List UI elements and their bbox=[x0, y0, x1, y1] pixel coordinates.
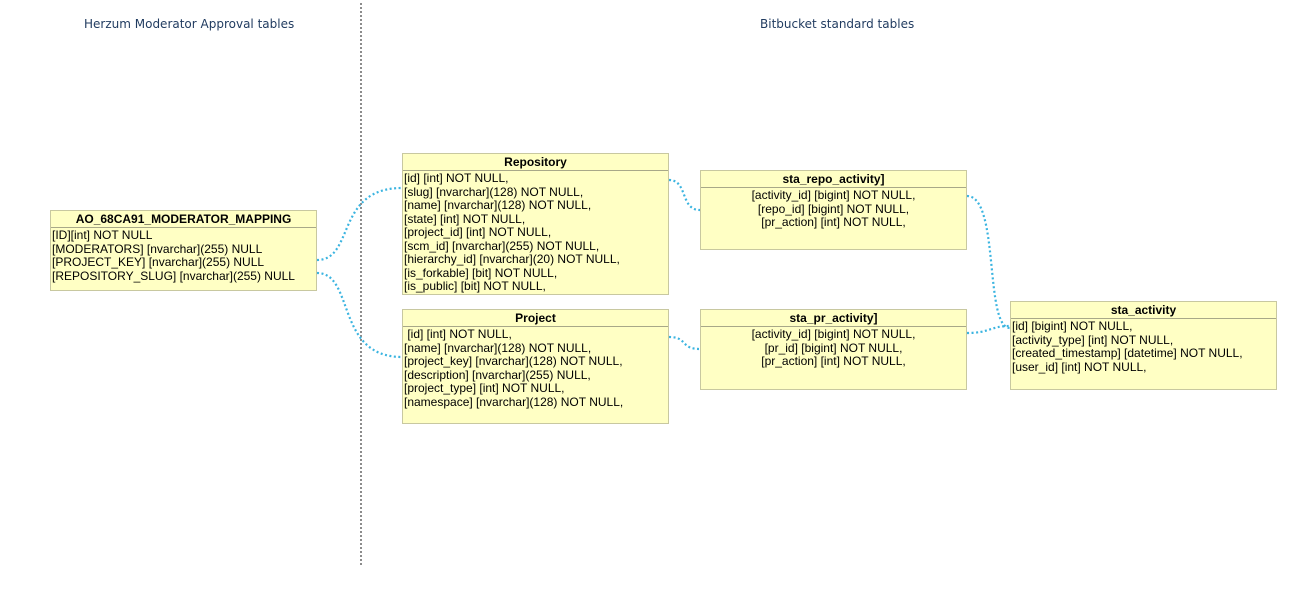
connector-pr-activity-to-activity bbox=[966, 324, 1011, 335]
table-header: AO_68CA91_MODERATOR_MAPPING bbox=[51, 211, 316, 228]
connector-project-to-pr-activity bbox=[668, 335, 701, 351]
column-row: [id] [int] NOT NULL, bbox=[404, 171, 509, 185]
column-row: [project_id] [int] NOT NULL, bbox=[404, 225, 552, 239]
column-row: [MODERATORS] [nvarchar](255) NULL bbox=[52, 241, 263, 256]
column-row: [slug] [nvarchar](128) NOT NULL, bbox=[404, 184, 584, 199]
table-sta-pr-activity[interactable]: sta_pr_activity] [activity_id] [bigint] … bbox=[700, 309, 967, 390]
table-project[interactable]: Project [id] [int] NOT NULL, [name] [nva… bbox=[402, 309, 669, 424]
column-row: [state] [int] NOT NULL, bbox=[404, 211, 526, 226]
column-row: [namespace] [nvarchar](128) NOT NULL, bbox=[404, 394, 624, 409]
table-columns: [ID][int] NOT NULL [MODERATORS] [nvarcha… bbox=[51, 228, 316, 283]
table-moderator-mapping[interactable]: AO_68CA91_MODERATOR_MAPPING [ID][int] NO… bbox=[50, 210, 317, 291]
table-header: sta_repo_activity] bbox=[701, 171, 966, 188]
column-row: [id] [bigint] NOT NULL, bbox=[1012, 319, 1133, 333]
table-header: sta_activity bbox=[1011, 302, 1276, 319]
table-header: sta_pr_activity] bbox=[701, 310, 966, 327]
column-row: [is_public] [bit] NOT NULL, bbox=[404, 279, 546, 293]
table-columns: [activity_id] [bigint] NOT NULL, [pr_id]… bbox=[701, 327, 966, 369]
section-title-bitbucket: Bitbucket standard tables bbox=[760, 17, 915, 31]
column-row: [name] [nvarchar](128) NOT NULL, bbox=[404, 340, 592, 355]
table-columns: [id] [int] NOT NULL, [name] [nvarchar](1… bbox=[403, 327, 668, 409]
column-row: [REPOSITORY_SLUG] [nvarchar](255) NULL bbox=[52, 268, 295, 283]
column-row: [ID][int] NOT NULL bbox=[52, 228, 153, 242]
column-row: [activity_id] [bigint] NOT NULL, bbox=[751, 327, 916, 341]
column-row: [repo_id] [bigint] NOT NULL, bbox=[757, 201, 910, 216]
table-sta-activity[interactable]: sta_activity [id] [bigint] NOT NULL, [ac… bbox=[1010, 301, 1277, 390]
column-row: [activity_type] [int] NOT NULL, bbox=[1012, 332, 1174, 347]
column-row: [pr_id] [bigint] NOT NULL, bbox=[764, 340, 903, 355]
column-row: [PROJECT_KEY] [nvarchar](255) NULL bbox=[52, 255, 265, 269]
table-columns: [id] [bigint] NOT NULL, [activity_type] … bbox=[1011, 319, 1276, 374]
connector-mapping-to-project bbox=[316, 271, 403, 359]
column-row: [pr_action] [int] NOT NULL, bbox=[761, 354, 906, 368]
table-columns: [id] [int] NOT NULL, [slug] [nvarchar](1… bbox=[403, 171, 668, 294]
table-sta-repo-activity[interactable]: sta_repo_activity] [activity_id] [bigint… bbox=[700, 170, 967, 250]
column-row: [hierarchy_id] [nvarchar](20) NOT NULL, bbox=[404, 252, 620, 266]
table-repository[interactable]: Repository [id] [int] NOT NULL, [slug] [… bbox=[402, 153, 669, 295]
column-row: [is_forkable] [bit] NOT NULL, bbox=[404, 265, 558, 280]
connector-repo-activity-to-activity bbox=[966, 194, 1011, 330]
column-row: [project_type] [int] NOT NULL, bbox=[404, 381, 565, 395]
table-header: Project bbox=[403, 310, 668, 327]
connector-mapping-to-repository bbox=[316, 186, 403, 262]
connector-repository-to-repo-activity bbox=[668, 178, 701, 212]
column-row: [created_timestamp] [datetime] NOT NULL, bbox=[1012, 346, 1243, 360]
column-row: [name] [nvarchar](128) NOT NULL, bbox=[404, 198, 592, 212]
column-row: [pr_action] [int] NOT NULL, bbox=[761, 215, 906, 229]
column-row: [project_key] [nvarchar](128) NOT NULL, bbox=[404, 354, 623, 368]
column-row: [user_id] [int] NOT NULL, bbox=[1012, 359, 1147, 374]
column-row: [activity_id] [bigint] NOT NULL, bbox=[751, 188, 916, 202]
column-row: [description] [nvarchar](255) NULL, bbox=[404, 367, 591, 382]
table-columns: [activity_id] [bigint] NOT NULL, [repo_i… bbox=[701, 188, 966, 230]
section-title-herzum: Herzum Moderator Approval tables bbox=[84, 17, 295, 31]
section-divider bbox=[360, 3, 362, 565]
column-row: [id] [int] NOT NULL, bbox=[404, 327, 512, 341]
table-header: Repository bbox=[403, 154, 668, 171]
column-row: [scm_id] [nvarchar](255) NOT NULL, bbox=[404, 238, 600, 253]
